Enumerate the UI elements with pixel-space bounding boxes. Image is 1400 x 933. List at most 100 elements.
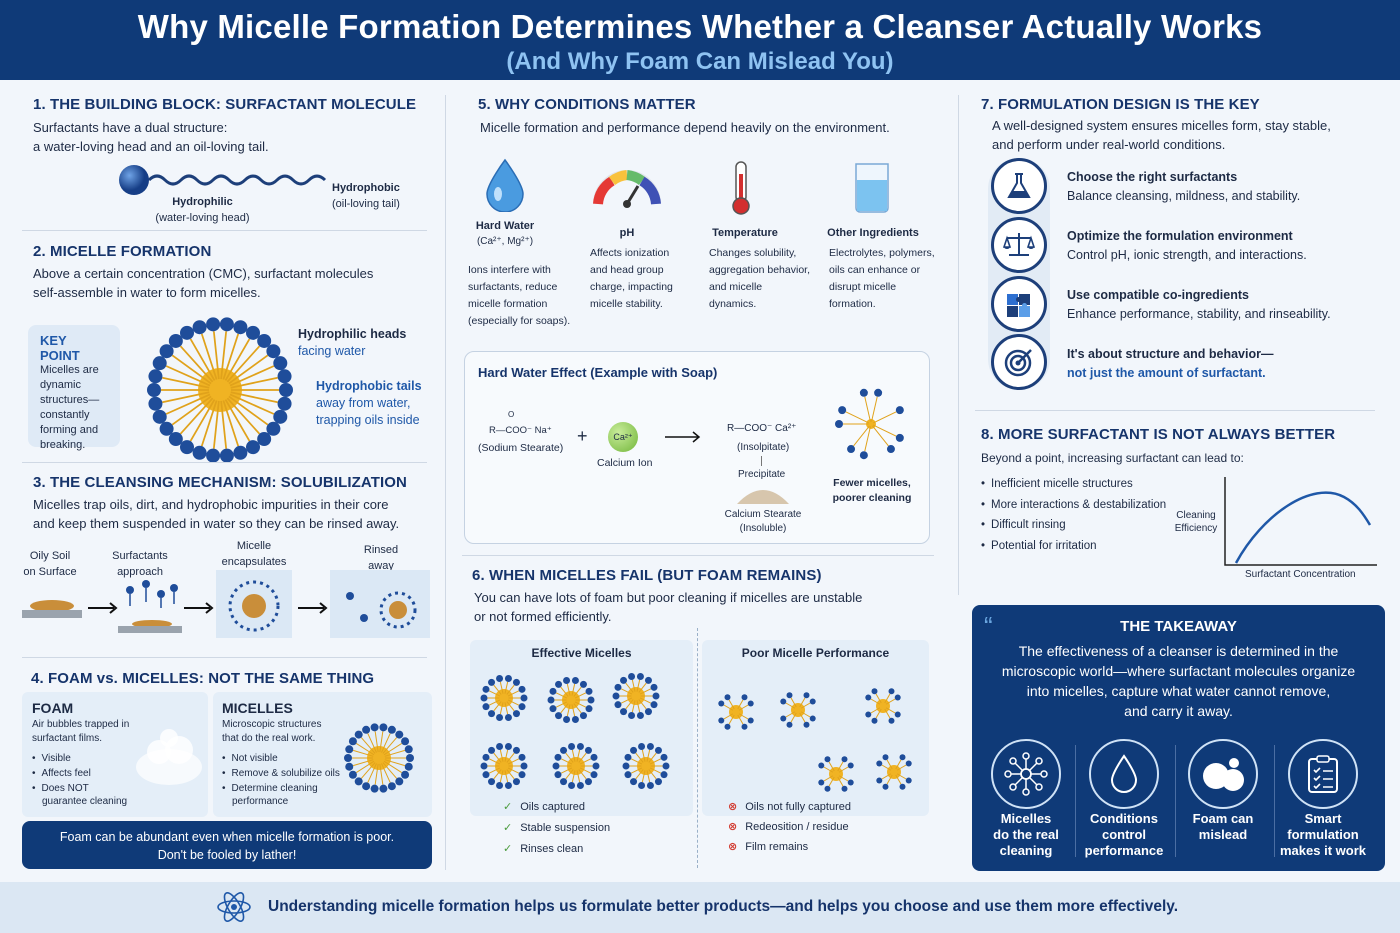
list-item-label: Stable suspension bbox=[520, 822, 611, 834]
text-line: constantly bbox=[40, 409, 90, 421]
text-line: cleaning bbox=[999, 843, 1053, 858]
item-desc: Control pH, ionic strength, and interact… bbox=[1067, 248, 1307, 262]
text-line: mislead bbox=[1198, 827, 1248, 842]
text-line: You can have lots of foam but poor clean… bbox=[474, 590, 863, 605]
flask-icon bbox=[991, 158, 1047, 214]
item-title: Optimize the formulation environment bbox=[1067, 229, 1293, 243]
plus-sign: + bbox=[577, 426, 588, 446]
text-line: surfactant films. bbox=[32, 733, 103, 744]
text-line: formulation bbox=[1287, 827, 1359, 842]
text-line: do the real bbox=[993, 827, 1059, 842]
header-banner: Why Micelle Formation Determines Whether… bbox=[0, 0, 1400, 80]
text-line: Foam can bbox=[1192, 811, 1254, 826]
hydrophilic-label: Hydrophilic (water-loving head) bbox=[150, 194, 255, 226]
list-item-label: Rinses clean bbox=[520, 843, 584, 855]
label: Hydrophilic heads bbox=[298, 327, 407, 341]
tick-line bbox=[761, 456, 762, 466]
foam-warning-banner: Foam can be abundant even when micelle f… bbox=[22, 821, 432, 869]
text-line: Surfactants have a dual structure: bbox=[33, 120, 228, 135]
text-line: charge, impacting bbox=[590, 281, 673, 293]
cond-temperature-title: Temperature bbox=[712, 227, 778, 239]
sparse-micelle-icon bbox=[835, 388, 904, 460]
label-sub: (oil-loving tail) bbox=[332, 198, 400, 210]
hydrophobic-label: Hydrophobic (oil-loving tail) bbox=[332, 180, 400, 212]
text-line: oils can enhance or bbox=[829, 264, 921, 276]
label: Hydrophobic tails bbox=[316, 379, 422, 393]
chart-y-label: Cleaning Efficiency bbox=[1168, 509, 1224, 535]
section-6-text: You can have lots of foam but poor clean… bbox=[474, 588, 862, 626]
page-title: Why Micelle Formation Determines Whether… bbox=[137, 8, 1263, 45]
text-line: Cleaning bbox=[1176, 510, 1216, 521]
list-item: Affects feel bbox=[32, 766, 91, 781]
clipboard-checklist-icon bbox=[1288, 739, 1358, 809]
column-divider bbox=[445, 95, 446, 870]
text-line: poorer cleaning bbox=[832, 492, 912, 504]
micelle bbox=[865, 688, 901, 724]
takeaway-title: THE TAKEAWAY bbox=[1120, 618, 1237, 635]
foam-panel: FOAM Air bubbles trapped in surfactant f… bbox=[22, 692, 208, 817]
text-line: Micelles bbox=[1000, 811, 1052, 826]
text-line: dynamics. bbox=[709, 298, 757, 310]
list-item-label: Oils captured bbox=[520, 801, 586, 813]
micelles-panel: MICELLES Microscopic structures that do … bbox=[213, 692, 432, 817]
effective-micelles-panel: Effective Micelles bbox=[470, 640, 693, 816]
text-line: Changes solubility, bbox=[709, 247, 797, 259]
text-line: forming and bbox=[40, 424, 99, 436]
text-line: Efficiency bbox=[1174, 523, 1218, 534]
micelle bbox=[876, 754, 912, 790]
micelle bbox=[480, 743, 528, 789]
cond-temperature-desc: Changes solubility, aggregation behavior,… bbox=[709, 245, 810, 313]
micelle bbox=[480, 675, 528, 721]
beaker-icon bbox=[855, 163, 889, 213]
section-7-title: 7. FORMULATION DESIGN IS THE KEY bbox=[981, 96, 1260, 113]
text-line: Smart bbox=[1304, 811, 1342, 826]
list-item: Inefficient micelle structures bbox=[981, 474, 1166, 495]
section-6-title: 6. WHEN MICELLES FAIL (BUT FOAM REMAINS) bbox=[472, 567, 822, 584]
text-line: micelle formation bbox=[468, 298, 548, 310]
text-line: Air bubbles trapped in bbox=[32, 719, 130, 730]
text-line: and micelle bbox=[709, 281, 763, 293]
design-item-4: It's about structure and behavior— not j… bbox=[1067, 345, 1273, 383]
text-line: surfactants, reduce bbox=[468, 281, 558, 293]
tails-label: Hydrophobic tails away from water, trapp… bbox=[316, 378, 422, 429]
text-line: Conditions bbox=[1090, 811, 1158, 826]
design-item-1: Choose the right surfactants Balance cle… bbox=[1067, 168, 1300, 206]
reaction-arrow-icon bbox=[665, 431, 701, 443]
text-line: that do the real work. bbox=[222, 733, 316, 744]
section-2-title: 2. MICELLE FORMATION bbox=[33, 243, 212, 260]
effective-results-list: ✓Oils captured✓Stable suspension✓Rinses … bbox=[503, 797, 610, 860]
calcium-ion-label: Calcium Ion bbox=[597, 457, 653, 469]
list-item: Remove & solubilize oils bbox=[222, 766, 340, 781]
micelle bbox=[818, 756, 854, 792]
micelles-desc: Microscopic structures that do the real … bbox=[222, 718, 321, 746]
micelle-small-illustration bbox=[344, 723, 414, 793]
text-line: or not formed efficiently. bbox=[474, 609, 612, 624]
hard-water-title: Hard Water Effect (Example with Soap) bbox=[478, 365, 718, 380]
fewer-micelles-label: Fewer micelles, poorer cleaning bbox=[825, 476, 919, 506]
sodium-stearate-label: (Sodium Stearate) bbox=[478, 442, 564, 454]
text-line: encapsulates bbox=[221, 556, 287, 568]
foam-bubbles-illustration bbox=[136, 729, 202, 785]
list-item: ⊗Oils not fully captured bbox=[728, 797, 851, 817]
text-line: and keep them suspended in water so they… bbox=[33, 516, 400, 531]
text-line: Micelles trap oils, dirt, and hydrophobi… bbox=[33, 497, 389, 512]
micelle bbox=[344, 723, 414, 793]
key-point-title: KEY POINT bbox=[40, 333, 80, 363]
list-item: ✓Stable suspension bbox=[503, 818, 610, 839]
list-item: Potential for irritation bbox=[981, 536, 1166, 557]
text-line: aggregation behavior, bbox=[709, 264, 810, 276]
section-divider bbox=[462, 555, 934, 556]
list-item: Not visible bbox=[222, 751, 340, 766]
text-line: on Surface bbox=[23, 566, 77, 578]
precipitate-pile-icon bbox=[737, 490, 789, 504]
text-line: Foam can be abundant even when micelle f… bbox=[59, 830, 395, 844]
section-7-text: A well-designed system ensures micelles … bbox=[992, 116, 1331, 154]
text-line: away bbox=[368, 560, 394, 572]
text-line: approach bbox=[117, 566, 163, 578]
cond-ph-title: pH bbox=[619, 227, 635, 239]
quote-mark: “ bbox=[984, 611, 993, 641]
